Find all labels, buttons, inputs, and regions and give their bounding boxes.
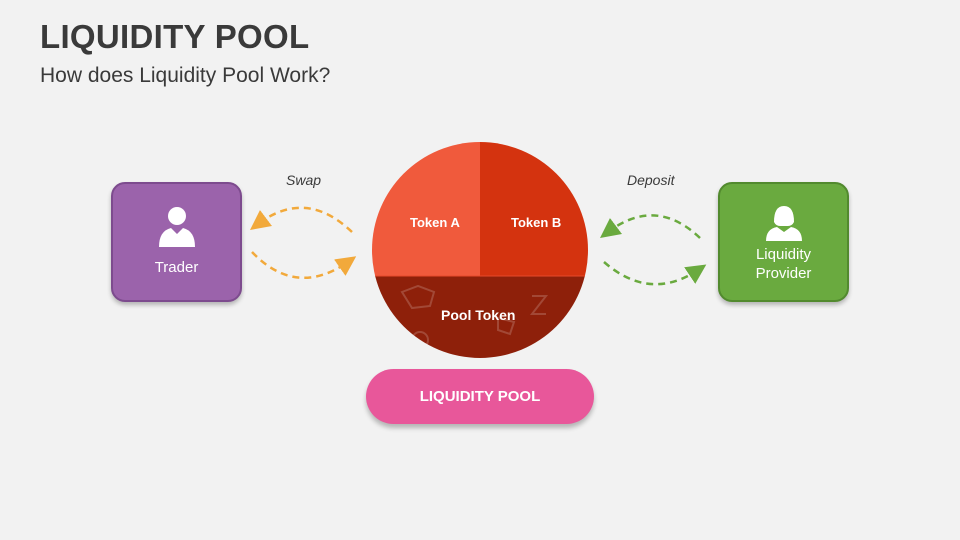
deposit-arrow-bottom: [603, 261, 707, 286]
coin-z-icon: [529, 295, 549, 315]
swap-arrow-top: [249, 206, 353, 233]
ethereum-icon: [497, 316, 516, 336]
deposit-arrow-top: [599, 214, 701, 239]
liquidity-provider-card: Liquidity Provider: [718, 182, 849, 302]
person-male-icon: [153, 204, 201, 253]
pool-token-label: Pool Token: [441, 307, 516, 323]
liquidity-provider-label: Liquidity Provider: [755, 246, 812, 282]
token-b-segment: [480, 142, 588, 276]
liquidity-pool-button: LIQUIDITY POOL: [366, 369, 594, 424]
deposit-label: Deposit: [627, 172, 675, 188]
pool-circle: [372, 142, 588, 358]
token-b-label: Token B: [511, 215, 562, 230]
trader-label: Trader: [154, 259, 199, 276]
gem-icon: [400, 284, 436, 310]
token-a-label: Token A: [410, 215, 460, 230]
swap-label: Swap: [286, 172, 322, 188]
trader-card: Trader: [111, 182, 242, 302]
token-a-segment: [372, 142, 480, 276]
page-title: LIQUIDITY POOL: [40, 18, 310, 55]
person-female-icon: [760, 204, 808, 247]
swap-arrow-bottom: [251, 251, 357, 280]
page-subtitle: How does Liquidity Pool Work?: [40, 64, 331, 87]
